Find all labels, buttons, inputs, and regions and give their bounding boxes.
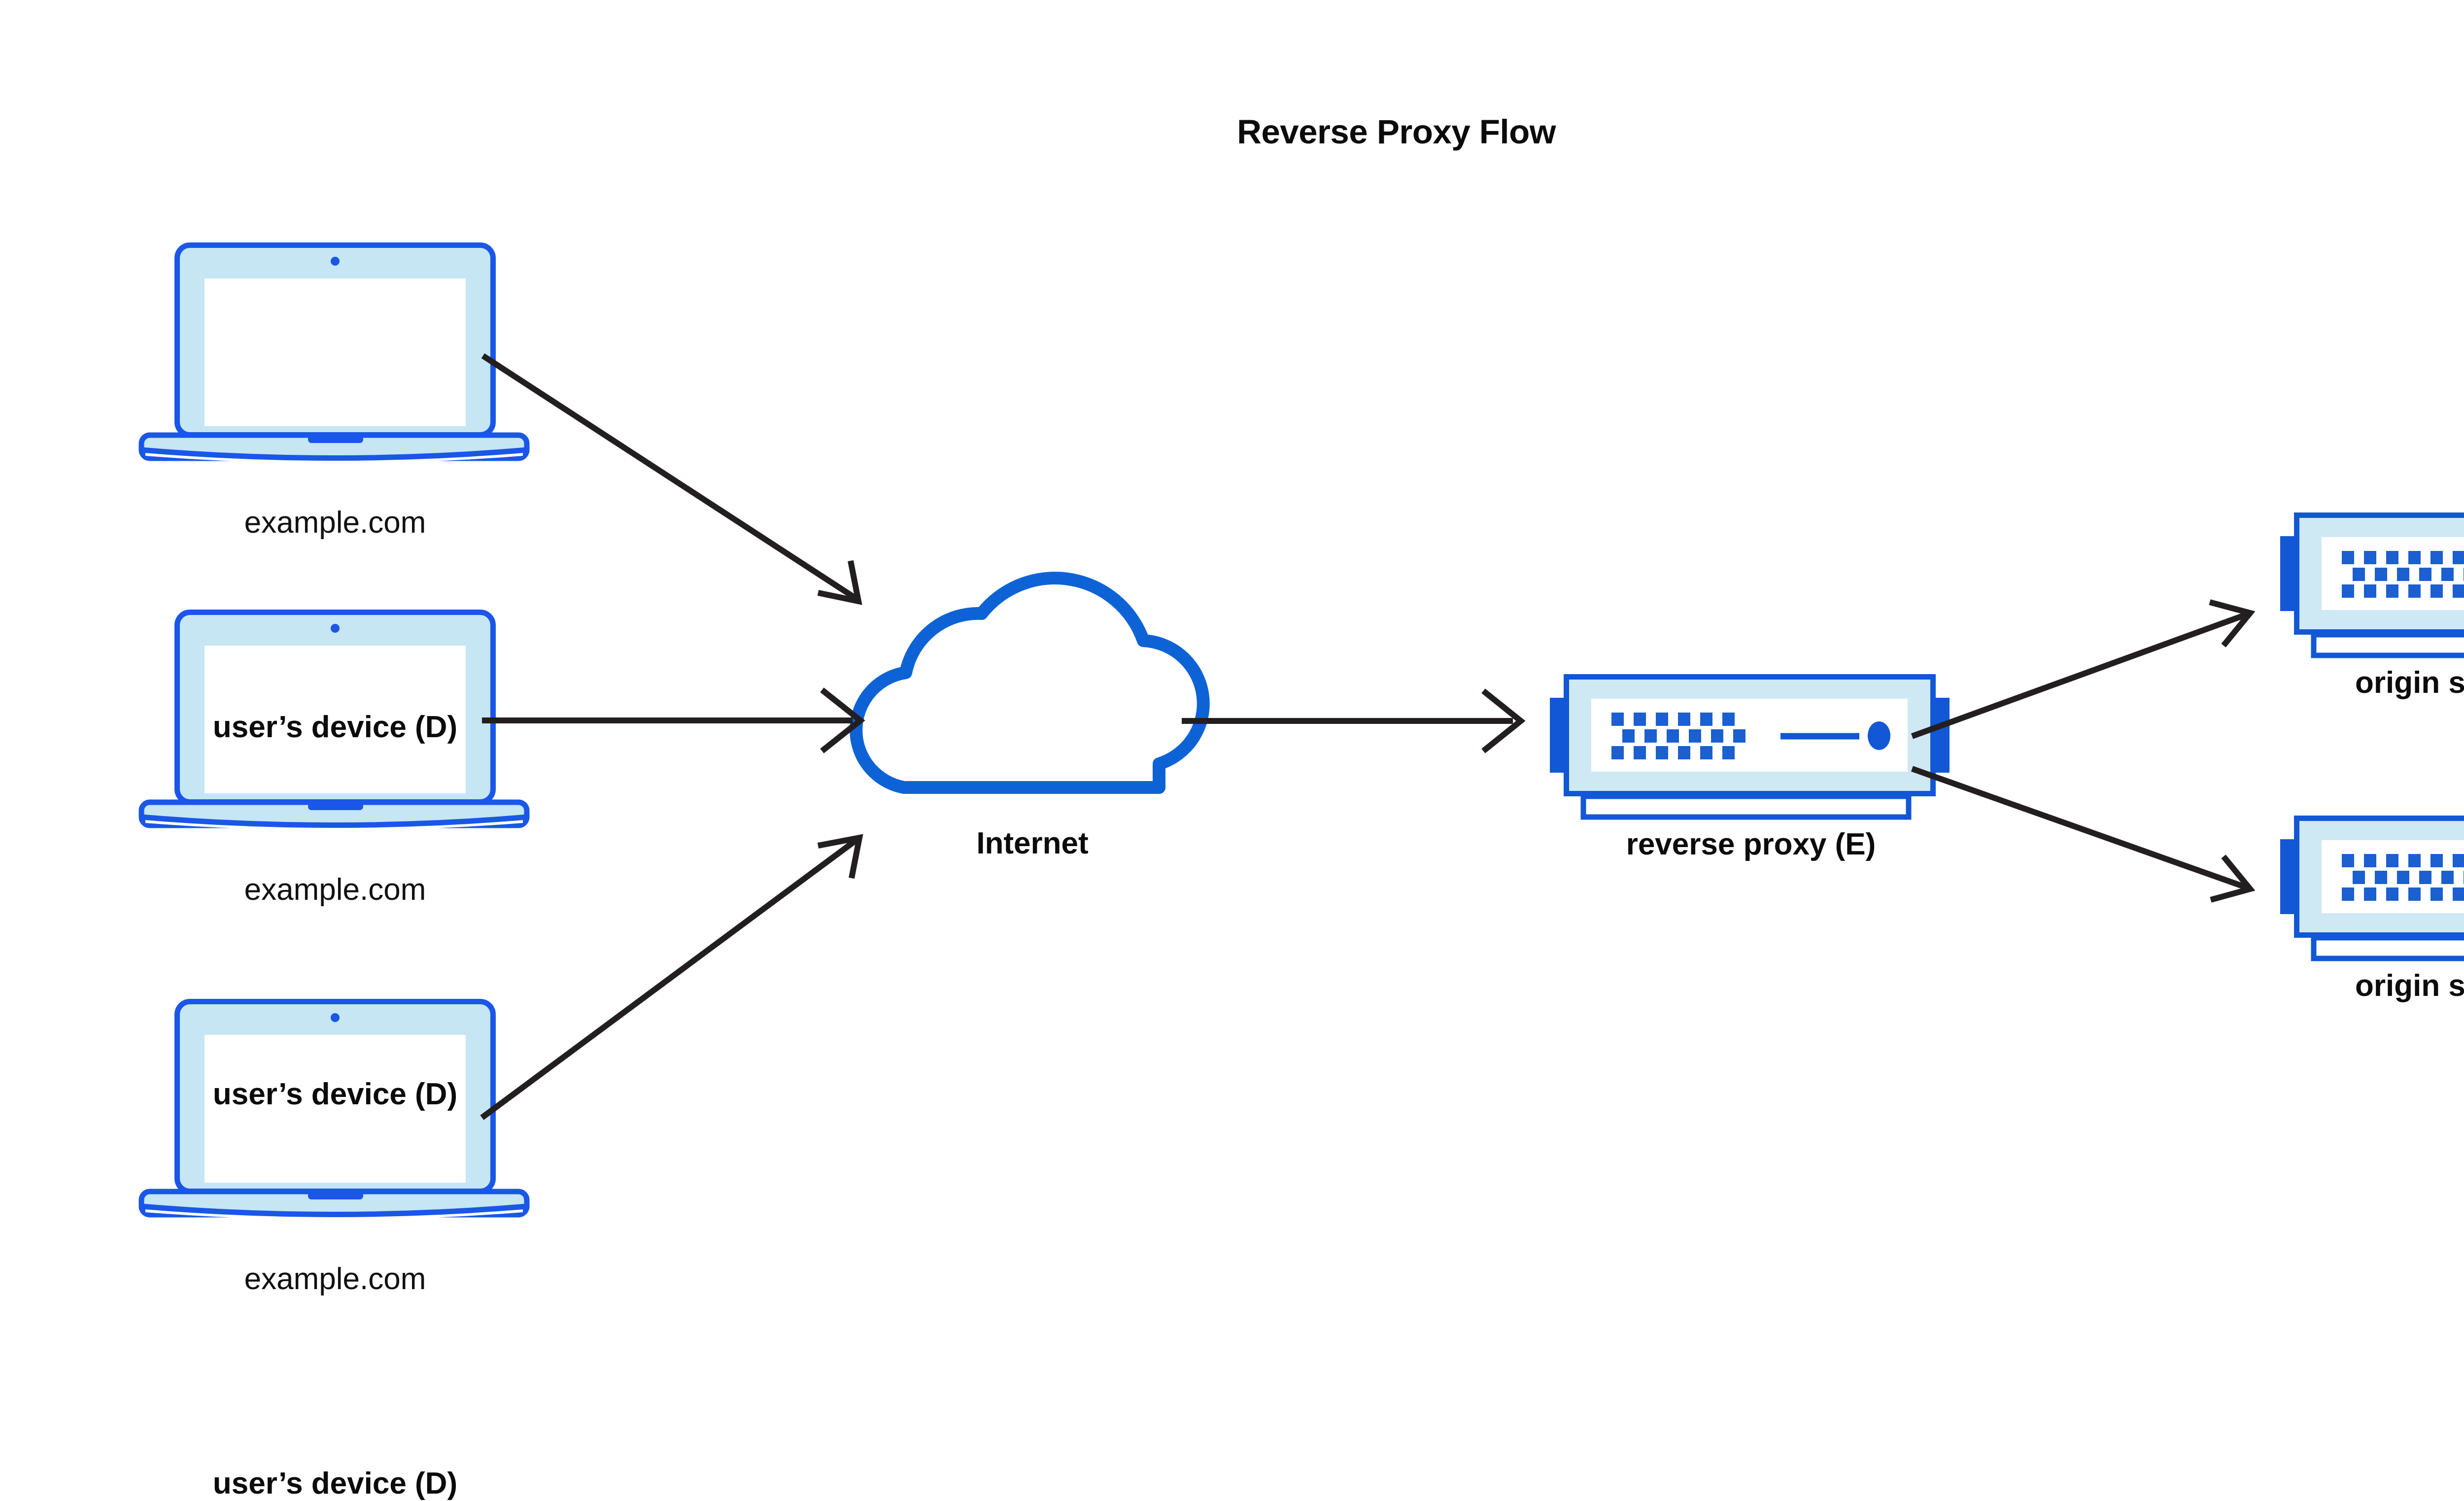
origin-server-label-2: origin server (F) <box>2355 969 2464 1003</box>
diagram-graphics <box>0 0 2464 1397</box>
cloud-icon[interactable] <box>850 572 1210 794</box>
client-label-3: user’s device (D) <box>212 1467 458 1501</box>
flow-arrow-proxy-origin1 <box>1911 599 2256 739</box>
client-screen-text-3: example.com <box>244 1262 426 1296</box>
client-screen-text-2: example.com <box>244 873 426 907</box>
page-title: Reverse Proxy Flow <box>1237 113 1556 151</box>
client-label-2: user’s device (D) <box>212 1077 458 1111</box>
flow-arrow-client1-internet <box>481 353 862 605</box>
origin-server-2[interactable] <box>2280 819 2464 959</box>
origin-server-label-1: origin server (F) <box>2355 666 2464 700</box>
internet-label: Internet <box>976 826 1089 860</box>
origin-server-1[interactable] <box>2280 515 2464 656</box>
reverse-proxy-label: reverse proxy (E) <box>1626 827 1876 861</box>
client-screen-text-1: example.com <box>244 506 426 540</box>
client-label-1: user’s device (D) <box>212 710 458 744</box>
flow-arrow-client2-internet <box>482 687 865 753</box>
flow-arrow-client3-internet <box>480 834 863 1120</box>
client-device-1[interactable] <box>141 245 527 464</box>
reverse-proxy-server[interactable] <box>1550 677 1950 818</box>
flow-arrow-internet-proxy <box>1182 688 1526 753</box>
flow-arrow-proxy-origin2 <box>1911 766 2256 903</box>
